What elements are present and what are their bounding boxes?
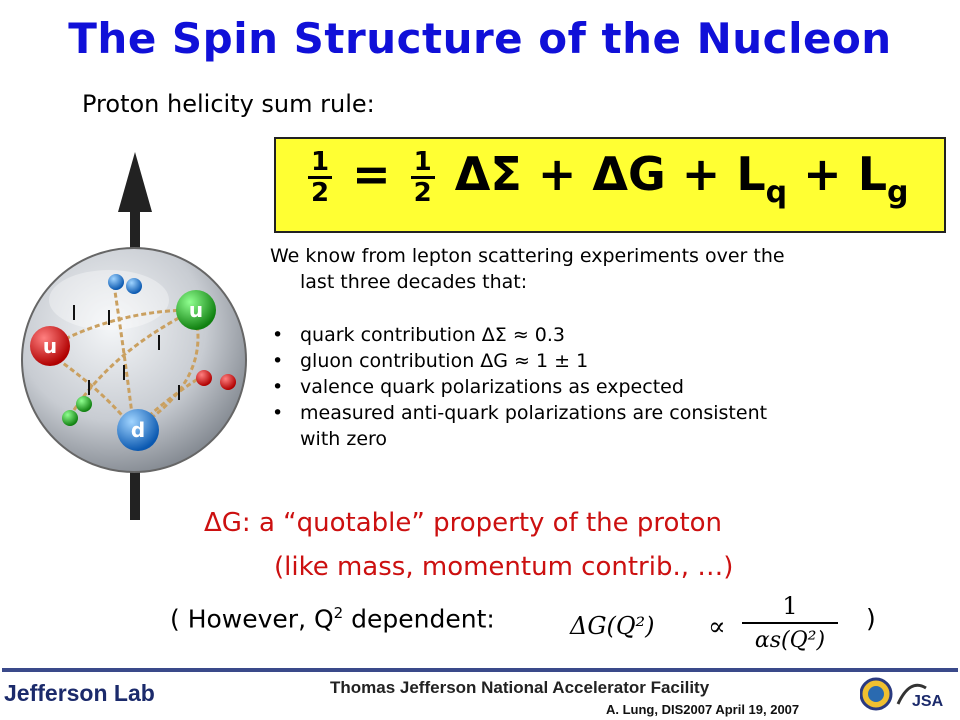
lg-subscript: g bbox=[887, 175, 909, 210]
quark-d-blue-label: d bbox=[131, 418, 145, 442]
list-item: •valence quark polarizations as expected bbox=[272, 376, 684, 398]
delta-sigma-term: ΔΣ bbox=[454, 147, 522, 201]
quark-u-green bbox=[176, 290, 216, 330]
intro-line-1: We know from lepton scattering experimen… bbox=[270, 245, 785, 267]
closing-paren: ) bbox=[866, 604, 876, 633]
intro-text: We know from lepton scattering experimen… bbox=[270, 243, 950, 295]
sea-quark-red-2 bbox=[220, 374, 236, 390]
delta-g-term: + ΔG + L bbox=[537, 147, 766, 201]
however-statement: ( However, Q2 dependent: bbox=[170, 604, 495, 634]
lg-term: + L bbox=[803, 147, 888, 201]
jefferson-lab-logo: Jefferson Lab bbox=[4, 680, 155, 706]
jsa-logo-text: JSA bbox=[912, 693, 944, 710]
sea-quark-green-1 bbox=[76, 396, 92, 412]
jsa-swoosh-icon bbox=[896, 683, 927, 705]
formula-lhs: ΔG(Q²) bbox=[570, 612, 655, 640]
proportional-sign: ∝ bbox=[708, 612, 726, 642]
spin-arrow-head bbox=[118, 152, 152, 212]
slide-credit: A. Lung, DIS2007 April 19, 2007 bbox=[606, 702, 800, 717]
quark-spin-arrows bbox=[73, 305, 180, 400]
doe-seal-inner-icon bbox=[868, 686, 884, 702]
sea-quark-blue-2 bbox=[126, 278, 142, 294]
sea-quark-red-1 bbox=[196, 370, 212, 386]
quark-u-red-label: u bbox=[43, 334, 57, 358]
partner-logos: JSA bbox=[860, 677, 944, 711]
equals-sign: = bbox=[352, 147, 391, 201]
lq-subscript: q bbox=[765, 175, 788, 210]
quark-u-red bbox=[30, 326, 70, 366]
list-item: •quark contribution ΔΣ ≈ 0.3 bbox=[272, 324, 566, 346]
quark-d-blue bbox=[117, 409, 159, 451]
intro-line-2: last three decades that: bbox=[300, 271, 528, 293]
subtitle: Proton helicity sum rule: bbox=[82, 90, 375, 118]
quotable-line-1: ΔG: a “quotable” property of the proton bbox=[204, 508, 723, 538]
nucleon-illustration: u u d bbox=[21, 152, 247, 520]
quotable-line-2: (like mass, momentum contrib., …) bbox=[274, 552, 734, 582]
footer-divider bbox=[2, 668, 958, 672]
list-item: •measured anti-quark polarizations are c… bbox=[272, 402, 768, 450]
quark-u-green-label: u bbox=[189, 298, 203, 322]
sea-quark-green-2 bbox=[62, 410, 78, 426]
findings-list: •quark contribution ΔΣ ≈ 0.3 •gluon cont… bbox=[270, 322, 950, 452]
slide-title: The Spin Structure of the Nucleon bbox=[68, 14, 892, 63]
footer-bar: Jefferson Lab Thomas Jefferson National … bbox=[0, 668, 960, 720]
facility-name: Thomas Jefferson National Accelerator Fa… bbox=[330, 678, 710, 697]
list-item: •gluon contribution ΔG ≈ 1 ± 1 bbox=[272, 350, 589, 372]
sea-quark-blue-1 bbox=[108, 274, 124, 290]
